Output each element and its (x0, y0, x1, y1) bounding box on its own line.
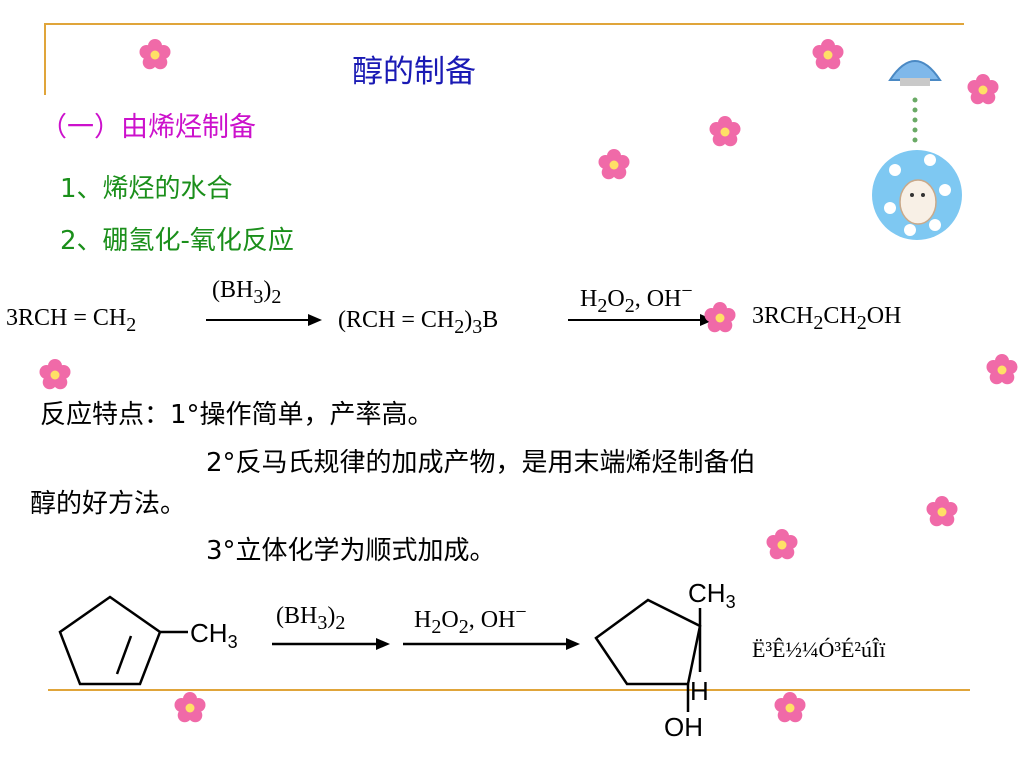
flower-icon (598, 149, 630, 180)
eq1-reagent1: (BH3)2 (212, 277, 282, 308)
flower-icon (766, 529, 798, 560)
feature-point-2: 2°反马氏规律的加成产物，是用末端烯烃制备伯 (206, 448, 756, 478)
methylcyclopentanol-structure (594, 598, 702, 712)
eq1-reactant: 3RCH = CH2 (6, 305, 137, 336)
eq1-intermediate: (RCH = CH2)3B (338, 307, 499, 338)
page-title: 醇的制备 (352, 54, 476, 90)
svg-text:CH3: CH3 (688, 578, 736, 612)
eq2-reagent2: H2O2, OH− (414, 601, 527, 638)
bottom-rule (48, 689, 970, 691)
flower-icon (709, 116, 741, 147)
flower-icon (139, 39, 171, 70)
flower-icon (967, 74, 999, 105)
features-line1: 反应特点：1°操作简单，产率高。 (40, 394, 434, 431)
eq1-product: 3RCH2CH2OH (752, 303, 902, 334)
svg-text:H: H (690, 676, 709, 706)
eq1-arrow-2 (568, 314, 714, 326)
flower-icon (812, 39, 844, 70)
svg-text:OH: OH (664, 712, 703, 742)
flower-icon (39, 359, 71, 390)
section-heading: （一）由烯烃制备 (40, 112, 256, 143)
feature-point-1: 1°操作简单，产率高。 (170, 400, 434, 430)
flower-icon (926, 496, 958, 527)
methylcyclopentene-structure (58, 595, 188, 686)
garbled-label: Ë³Ê½¼Ó³É²úÎï (752, 637, 886, 662)
list-item-hydroboration: 2、硼氢化-氧化反应 (60, 226, 294, 256)
list-item-hydration: 1、烯烃的水合 (60, 174, 233, 204)
eq2-reagent1: (BH3)2 (276, 603, 346, 634)
flower-icon (986, 354, 1018, 385)
eq1-reagent2: H2O2, OH− (580, 280, 693, 317)
feature-point-3: 3°立体化学为顺式加成。 (206, 536, 496, 566)
features-label: 反应特点： (40, 400, 171, 430)
eq1-arrow-1 (206, 314, 322, 326)
feature-point-2-cont: 醇的好方法。 (30, 489, 187, 519)
cyclopentene-scheme: CH3 CH3 H OH (58, 578, 736, 742)
cartoon-character-icon (872, 60, 962, 240)
svg-text:CH3: CH3 (190, 618, 238, 652)
top-rule (44, 23, 964, 25)
left-rule (44, 23, 46, 95)
